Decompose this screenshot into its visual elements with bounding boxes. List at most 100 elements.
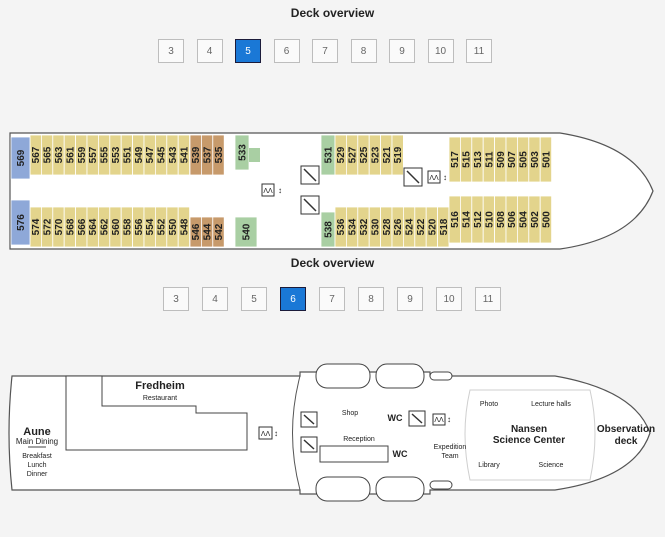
cabin[interactable]: 533: [234, 134, 250, 171]
deck-tab-3[interactable]: 3: [163, 287, 189, 311]
deck-tab-9[interactable]: 9: [397, 287, 423, 311]
cabin[interactable]: 576: [10, 199, 31, 246]
deck-tab-6[interactable]: 6: [280, 287, 306, 311]
cabin[interactable]: 504: [517, 195, 530, 244]
cabin[interactable]: 563: [52, 134, 65, 176]
cabin[interactable]: 537: [200, 134, 214, 176]
cabin[interactable]: 560: [109, 206, 122, 248]
cabin[interactable]: 503: [528, 136, 541, 183]
cabin[interactable]: 535: [212, 134, 225, 176]
cabin[interactable]: 551: [120, 134, 133, 176]
cabin[interactable]: 514: [459, 195, 473, 244]
cabin[interactable]: 559: [75, 134, 88, 176]
deck-tab-7[interactable]: 7: [319, 287, 345, 311]
cabin[interactable]: 506: [505, 195, 518, 244]
cabin-number: 546: [191, 223, 202, 240]
cabin[interactable]: 538: [320, 211, 336, 248]
cabin[interactable]: 553: [109, 134, 122, 176]
cabin[interactable]: 527: [345, 134, 359, 176]
deck-tab-11[interactable]: 11: [475, 287, 501, 311]
deck-tab-10[interactable]: 10: [427, 39, 454, 63]
cabin[interactable]: 561: [63, 134, 76, 176]
cabin[interactable]: 542: [212, 216, 225, 248]
cabin[interactable]: 512: [471, 195, 484, 244]
deck-tab-4[interactable]: 4: [202, 287, 228, 311]
deck-tab-10[interactable]: 10: [436, 287, 462, 311]
deck-tab-7[interactable]: 7: [312, 39, 338, 63]
cabin[interactable]: 565: [41, 134, 54, 176]
cabin[interactable]: 548: [177, 206, 190, 248]
cabin[interactable]: 550: [166, 206, 179, 248]
cabin[interactable]: 562: [98, 206, 111, 248]
cabin[interactable]: 515: [459, 136, 473, 183]
cabin[interactable]: 568: [63, 206, 76, 248]
cabin[interactable]: 521: [380, 134, 393, 176]
cabin[interactable]: 547: [143, 134, 156, 176]
cabin[interactable]: 574: [29, 206, 42, 248]
cabin[interactable]: 502: [528, 195, 541, 244]
cabin[interactable]: 518: [437, 206, 450, 248]
cabin[interactable]: 558: [120, 206, 133, 248]
deck-tab-8[interactable]: 8: [358, 287, 384, 311]
cabin[interactable]: 516: [448, 195, 461, 244]
cabin[interactable]: 532: [357, 206, 370, 248]
deck-tab-5[interactable]: 5: [235, 39, 261, 63]
cabin[interactable]: 570: [52, 206, 65, 248]
cabin[interactable]: 525: [357, 134, 370, 176]
deck-tab-9[interactable]: 9: [389, 39, 415, 63]
cabin[interactable]: 501: [539, 136, 552, 183]
deck-tab-6[interactable]: 6: [273, 39, 300, 63]
cabin[interactable]: 500: [539, 195, 552, 244]
cabin[interactable]: 534: [345, 206, 359, 248]
cabin[interactable]: 531: [320, 134, 336, 176]
cabin[interactable]: 552: [154, 206, 168, 248]
cabin[interactable]: 507: [505, 136, 518, 183]
cabin[interactable]: 549: [132, 134, 145, 176]
cabin[interactable]: 540: [234, 216, 258, 248]
cabin-number: 566: [77, 218, 88, 235]
cabin[interactable]: 528: [380, 206, 393, 248]
cabin[interactable]: 572: [41, 206, 54, 248]
cabin[interactable]: 554: [143, 206, 156, 248]
cabin[interactable]: 505: [517, 136, 530, 183]
cabin[interactable]: 545: [154, 134, 168, 176]
cabin[interactable]: 541: [177, 134, 190, 176]
cabin[interactable]: 511: [482, 136, 495, 183]
deck-tab-8[interactable]: 8: [350, 39, 377, 63]
cabin[interactable]: 517: [448, 136, 461, 183]
cabin[interactable]: 539: [189, 134, 202, 176]
cabin[interactable]: 544: [200, 216, 214, 248]
cabin[interactable]: 546: [189, 216, 202, 248]
cabin[interactable]: 522: [414, 206, 427, 248]
deck-tab-3[interactable]: 3: [158, 39, 184, 63]
cabin[interactable]: 526: [391, 206, 404, 248]
cabin-number: 569: [16, 149, 27, 166]
cabin[interactable]: 520: [425, 206, 438, 248]
cabin[interactable]: 555: [98, 134, 111, 176]
deck-tab-11[interactable]: 11: [466, 39, 492, 63]
cabin-number: 502: [530, 211, 541, 228]
cabin[interactable]: 529: [334, 134, 347, 176]
deck-tab-4[interactable]: 4: [196, 39, 223, 63]
cabin[interactable]: 557: [86, 134, 99, 176]
elevator-icon: ΛΛ ↕: [432, 413, 451, 426]
cabin[interactable]: 513: [471, 136, 484, 183]
deck-tab-5[interactable]: 5: [241, 287, 267, 311]
cabin[interactable]: 530: [368, 206, 381, 248]
cabin[interactable]: 569: [10, 136, 31, 180]
cabin[interactable]: 564: [86, 206, 99, 248]
cabin[interactable]: 509: [494, 136, 507, 183]
aune-label: Aune: [23, 426, 51, 438]
cabin[interactable]: 508: [494, 195, 507, 244]
cabin[interactable]: 523: [368, 134, 381, 176]
cabin[interactable]: 536: [334, 206, 347, 248]
cabin[interactable]: 543: [166, 134, 179, 176]
cabin[interactable]: 519: [391, 134, 404, 176]
cabin[interactable]: 556: [132, 206, 145, 248]
cabin-number: 530: [370, 218, 381, 235]
svg-text:ΛΛ: ΛΛ: [263, 188, 273, 195]
cabin[interactable]: 510: [482, 195, 495, 244]
cabin[interactable]: 566: [75, 206, 88, 248]
cabin[interactable]: 524: [402, 206, 416, 248]
cabin[interactable]: 567: [29, 134, 42, 176]
